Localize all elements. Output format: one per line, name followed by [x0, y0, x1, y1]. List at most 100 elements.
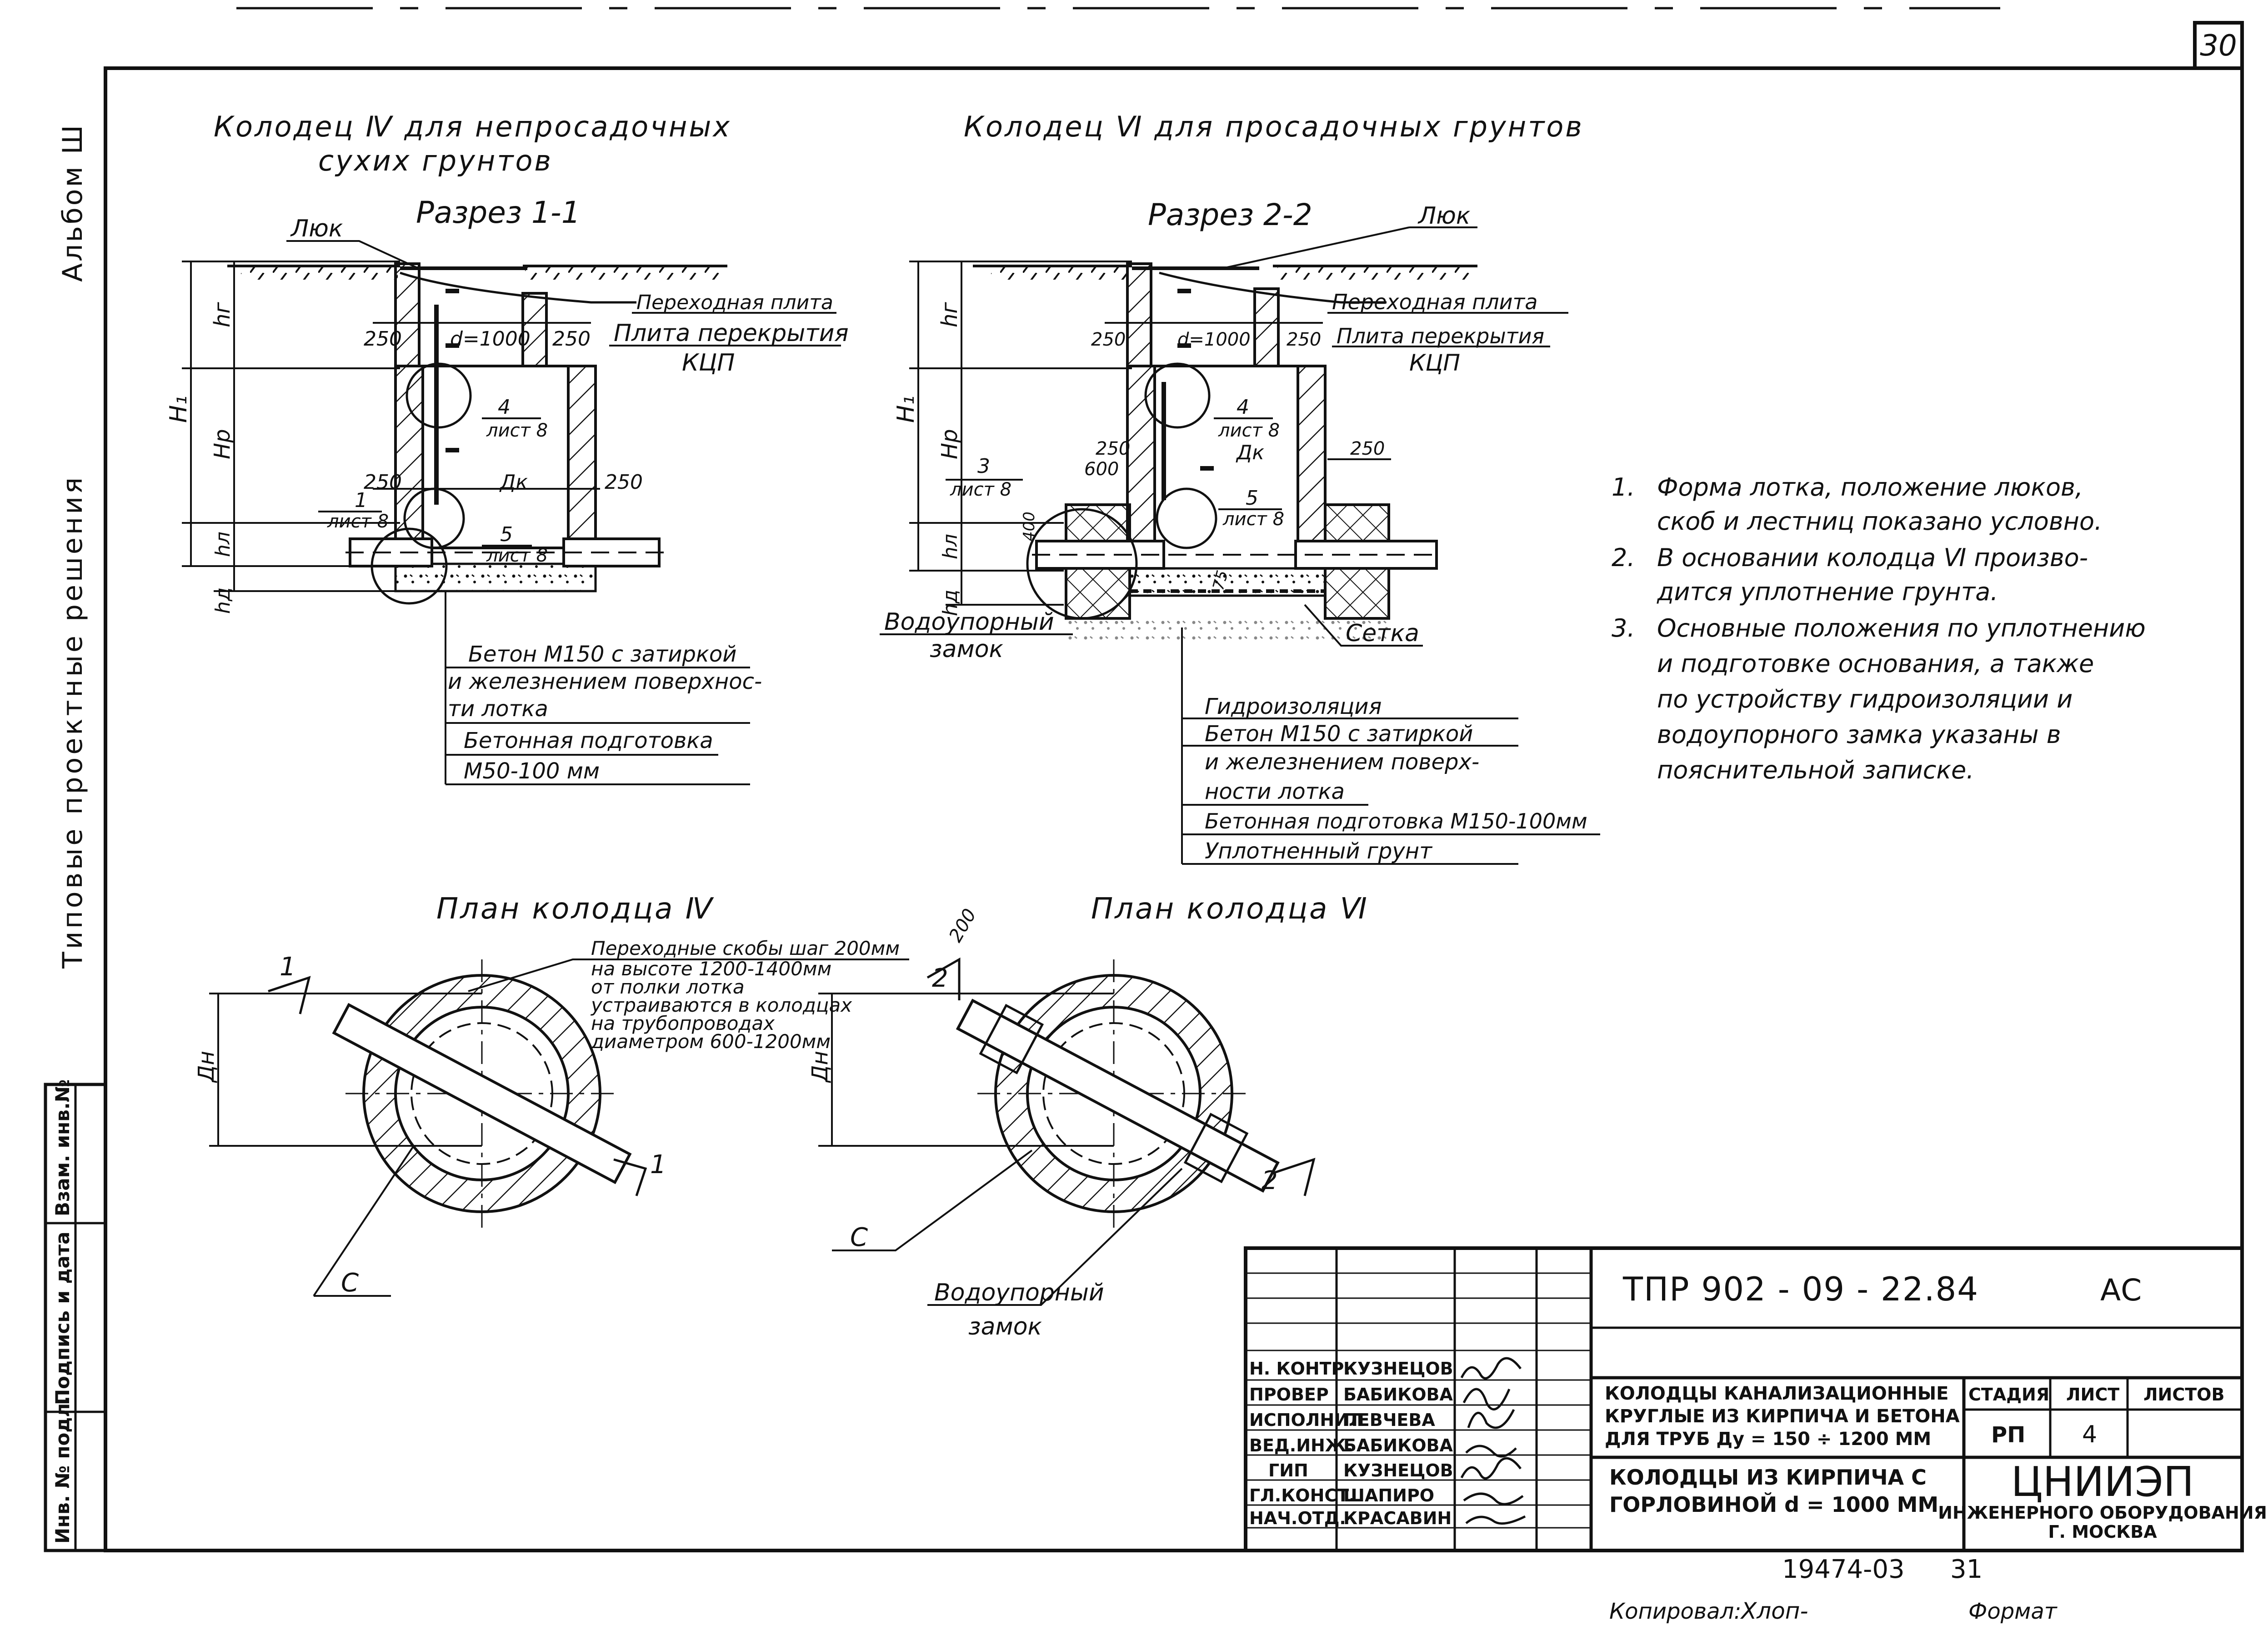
- r-hr: hг: [937, 302, 962, 327]
- left-section-view: Колодец Ⅳ для непросадочных сухих грунто…: [165, 110, 849, 785]
- left-note-1: Бетон М150 с затиркой: [468, 642, 736, 667]
- desc-1: КОЛОДЦЫ КАНАЛИЗАЦИОННЫЕ: [1605, 1383, 1949, 1404]
- base-concrete-left: [394, 562, 597, 592]
- album-label: Альбом Ш: [57, 123, 89, 282]
- left-note-2: и железнением поверхнос-: [448, 669, 762, 694]
- sheet-label: ЛИСТ: [2066, 1385, 2119, 1405]
- left-ref1-num: 1: [355, 489, 367, 512]
- stage-value: РП: [1991, 1422, 2025, 1448]
- left-dim-250-l2: 250: [364, 471, 402, 494]
- left-ref1-sheet: лист 8: [327, 511, 389, 532]
- note-2-line2: дится уплотнение грунта.: [1657, 577, 1998, 606]
- sub-1: КОЛОДЦЫ ИЗ КИРПИЧА С: [1609, 1465, 1927, 1490]
- step-note-6: диаметром 600-1200мм: [591, 1030, 831, 1053]
- step-note-2: на высоте 1200-1400мм: [591, 958, 831, 980]
- name-1: БАБИКОВА: [1343, 1385, 1453, 1405]
- r-chamber-right: [1297, 365, 1327, 542]
- plan-right-view: План колодца Ⅵ Дн 200 2 2 С Водоупорный …: [807, 892, 1367, 1340]
- step-note-4: устраиваются в колодцах: [590, 994, 852, 1016]
- water-lock-right-bottom: [1324, 567, 1390, 620]
- name-0: КУЗНЕЦОВ: [1343, 1359, 1453, 1379]
- right-hatch-label: Люк: [1417, 202, 1471, 230]
- r-dim-250-l: 250: [1091, 329, 1126, 350]
- plan-left-cut-top: 1: [280, 952, 296, 982]
- vertical-title: Альбом Ш Типовые проектные решения: [57, 123, 89, 969]
- right-section-view: Колодец Ⅵ для просадочных грунтов Разрез…: [880, 110, 1600, 865]
- left-ref5-num: 5: [500, 523, 513, 546]
- left-hatch-label: Люк: [290, 215, 343, 242]
- neck-wall-right: [521, 292, 548, 367]
- plan-left-dn: Дн: [194, 1051, 219, 1083]
- left-section-label: Разрез 1-1: [416, 195, 581, 230]
- plan-left-cut-bottom: 1: [650, 1150, 666, 1179]
- right-section-label: Разрез 2-2: [1148, 197, 1312, 232]
- ground-left-b: [525, 266, 727, 280]
- role-5: ГЛ.КОНСТ.: [1249, 1485, 1356, 1506]
- r-ref5-num: 5: [1246, 487, 1258, 510]
- left-note-lines: [446, 667, 750, 785]
- note-3-line5: пояснительной записке.: [1657, 756, 1974, 784]
- role-1: ПРОВЕР: [1249, 1385, 1329, 1405]
- note-2-num: 2.: [1612, 543, 1635, 572]
- neck-wall-left: [394, 262, 421, 367]
- note-1-num: 1.: [1612, 473, 1635, 502]
- roles: Н. КОНТР. КУЗНЕЦОВ ПРОВЕР БАБИКОВА ИСПОЛ…: [1249, 1359, 1453, 1528]
- left-title-1: Колодец Ⅳ для непросадочных: [214, 110, 731, 143]
- left-ref4-sheet: лист 8: [486, 420, 548, 441]
- r-ref3-num: 3: [977, 455, 990, 478]
- r-h1: H₁: [892, 396, 920, 423]
- plan-right-lock-a: [979, 1004, 1044, 1074]
- r-dk: Дк: [1236, 441, 1264, 464]
- footer: 19474-03 31 Копировал: Хлоп- Формат: [1609, 1555, 2058, 1624]
- plan-right-dn: Дн: [807, 1051, 833, 1083]
- r-cover-plate-1: Плита перекрытия: [1337, 324, 1544, 348]
- signatures: [1460, 1357, 1526, 1525]
- r-note-5: Бетонная подготовка М150-100мм: [1205, 809, 1587, 833]
- role-2: ИСПОЛНИЛ: [1249, 1410, 1363, 1430]
- plan-left-title: План колодца Ⅳ: [436, 892, 714, 926]
- org-line-2: ИНЖЕНЕРНОГО ОБОРУДОВАНИЯ: [1938, 1503, 2267, 1523]
- r-note-4: ности лотка: [1205, 779, 1345, 804]
- r-water-lock-1: Водоупорный: [884, 608, 1054, 636]
- left-transition-plate: Переходная плита: [636, 291, 833, 314]
- stamp-sign: Подпись и дата: [51, 1232, 74, 1405]
- r-neck-left: [1126, 262, 1152, 367]
- desc-3: ДЛЯ ТРУБ Ду = 150 ÷ 1200 ММ: [1605, 1429, 1931, 1450]
- left-cover-plate-2: КЦП: [682, 349, 735, 376]
- name-4: КУЗНЕЦОВ: [1343, 1460, 1453, 1480]
- plan-left-view: План колодца Ⅳ Дн 1 1 С Переходные скобы…: [194, 892, 909, 1298]
- compacted-soil: [1066, 618, 1389, 641]
- left-hp: Hр: [210, 429, 235, 459]
- doc-mark: АС: [2100, 1273, 2142, 1308]
- role-4: ГИП: [1268, 1460, 1308, 1480]
- sheet-value: 4: [2082, 1421, 2097, 1448]
- r-hd: hд: [939, 590, 962, 616]
- chamber-wall-left: [394, 365, 424, 547]
- r-transition-plate: Переходная плита: [1332, 290, 1537, 314]
- r-vertical-dims: [909, 261, 1132, 606]
- left-cover-plate-1: Плита перекрытия: [614, 320, 849, 347]
- desc-2: КРУГЛЫЕ ИЗ КИРПИЧА И БЕТОНА: [1605, 1406, 1960, 1427]
- left-note-4: Бетонная подготовка: [464, 728, 713, 753]
- r-ref4-sheet: лист 8: [1218, 420, 1280, 441]
- plan-left-pipe: [332, 1003, 632, 1184]
- r-note-3: и железнением поверх-: [1205, 749, 1479, 775]
- description: КОЛОДЦЫ КАНАЛИЗАЦИОННЫЕ КРУГЛЫЕ ИЗ КИРПИ…: [1605, 1383, 1960, 1517]
- r-dim-400: 400: [1020, 512, 1038, 541]
- r-neck-right: [1253, 287, 1280, 367]
- left-hr: hг: [210, 302, 235, 327]
- format-label: Формат: [1968, 1599, 2058, 1624]
- series-title: Типовые проектные решения: [57, 475, 89, 969]
- left-dim-250-r2: 250: [605, 471, 643, 494]
- step-note-5: на трубопроводах: [591, 1012, 775, 1034]
- role-0: Н. КОНТР.: [1249, 1359, 1351, 1379]
- ground-right-b: [1277, 266, 1477, 280]
- inv-number: 19474-03: [1782, 1555, 1905, 1584]
- side-stamp: Инв. № подл. Подпись и дата Взам. инв.№: [44, 1079, 107, 1552]
- water-lock-left-bottom: [1065, 567, 1131, 620]
- r-cover-plate-2: КЦП: [1409, 350, 1460, 376]
- r-chamber-left: [1126, 365, 1156, 542]
- note-1-line2: скоб и лестниц показано условно.: [1657, 507, 2102, 536]
- plan-right-cut-top: 2: [932, 964, 948, 993]
- step-note-1: Переходные скобы шаг 200мм: [591, 937, 900, 959]
